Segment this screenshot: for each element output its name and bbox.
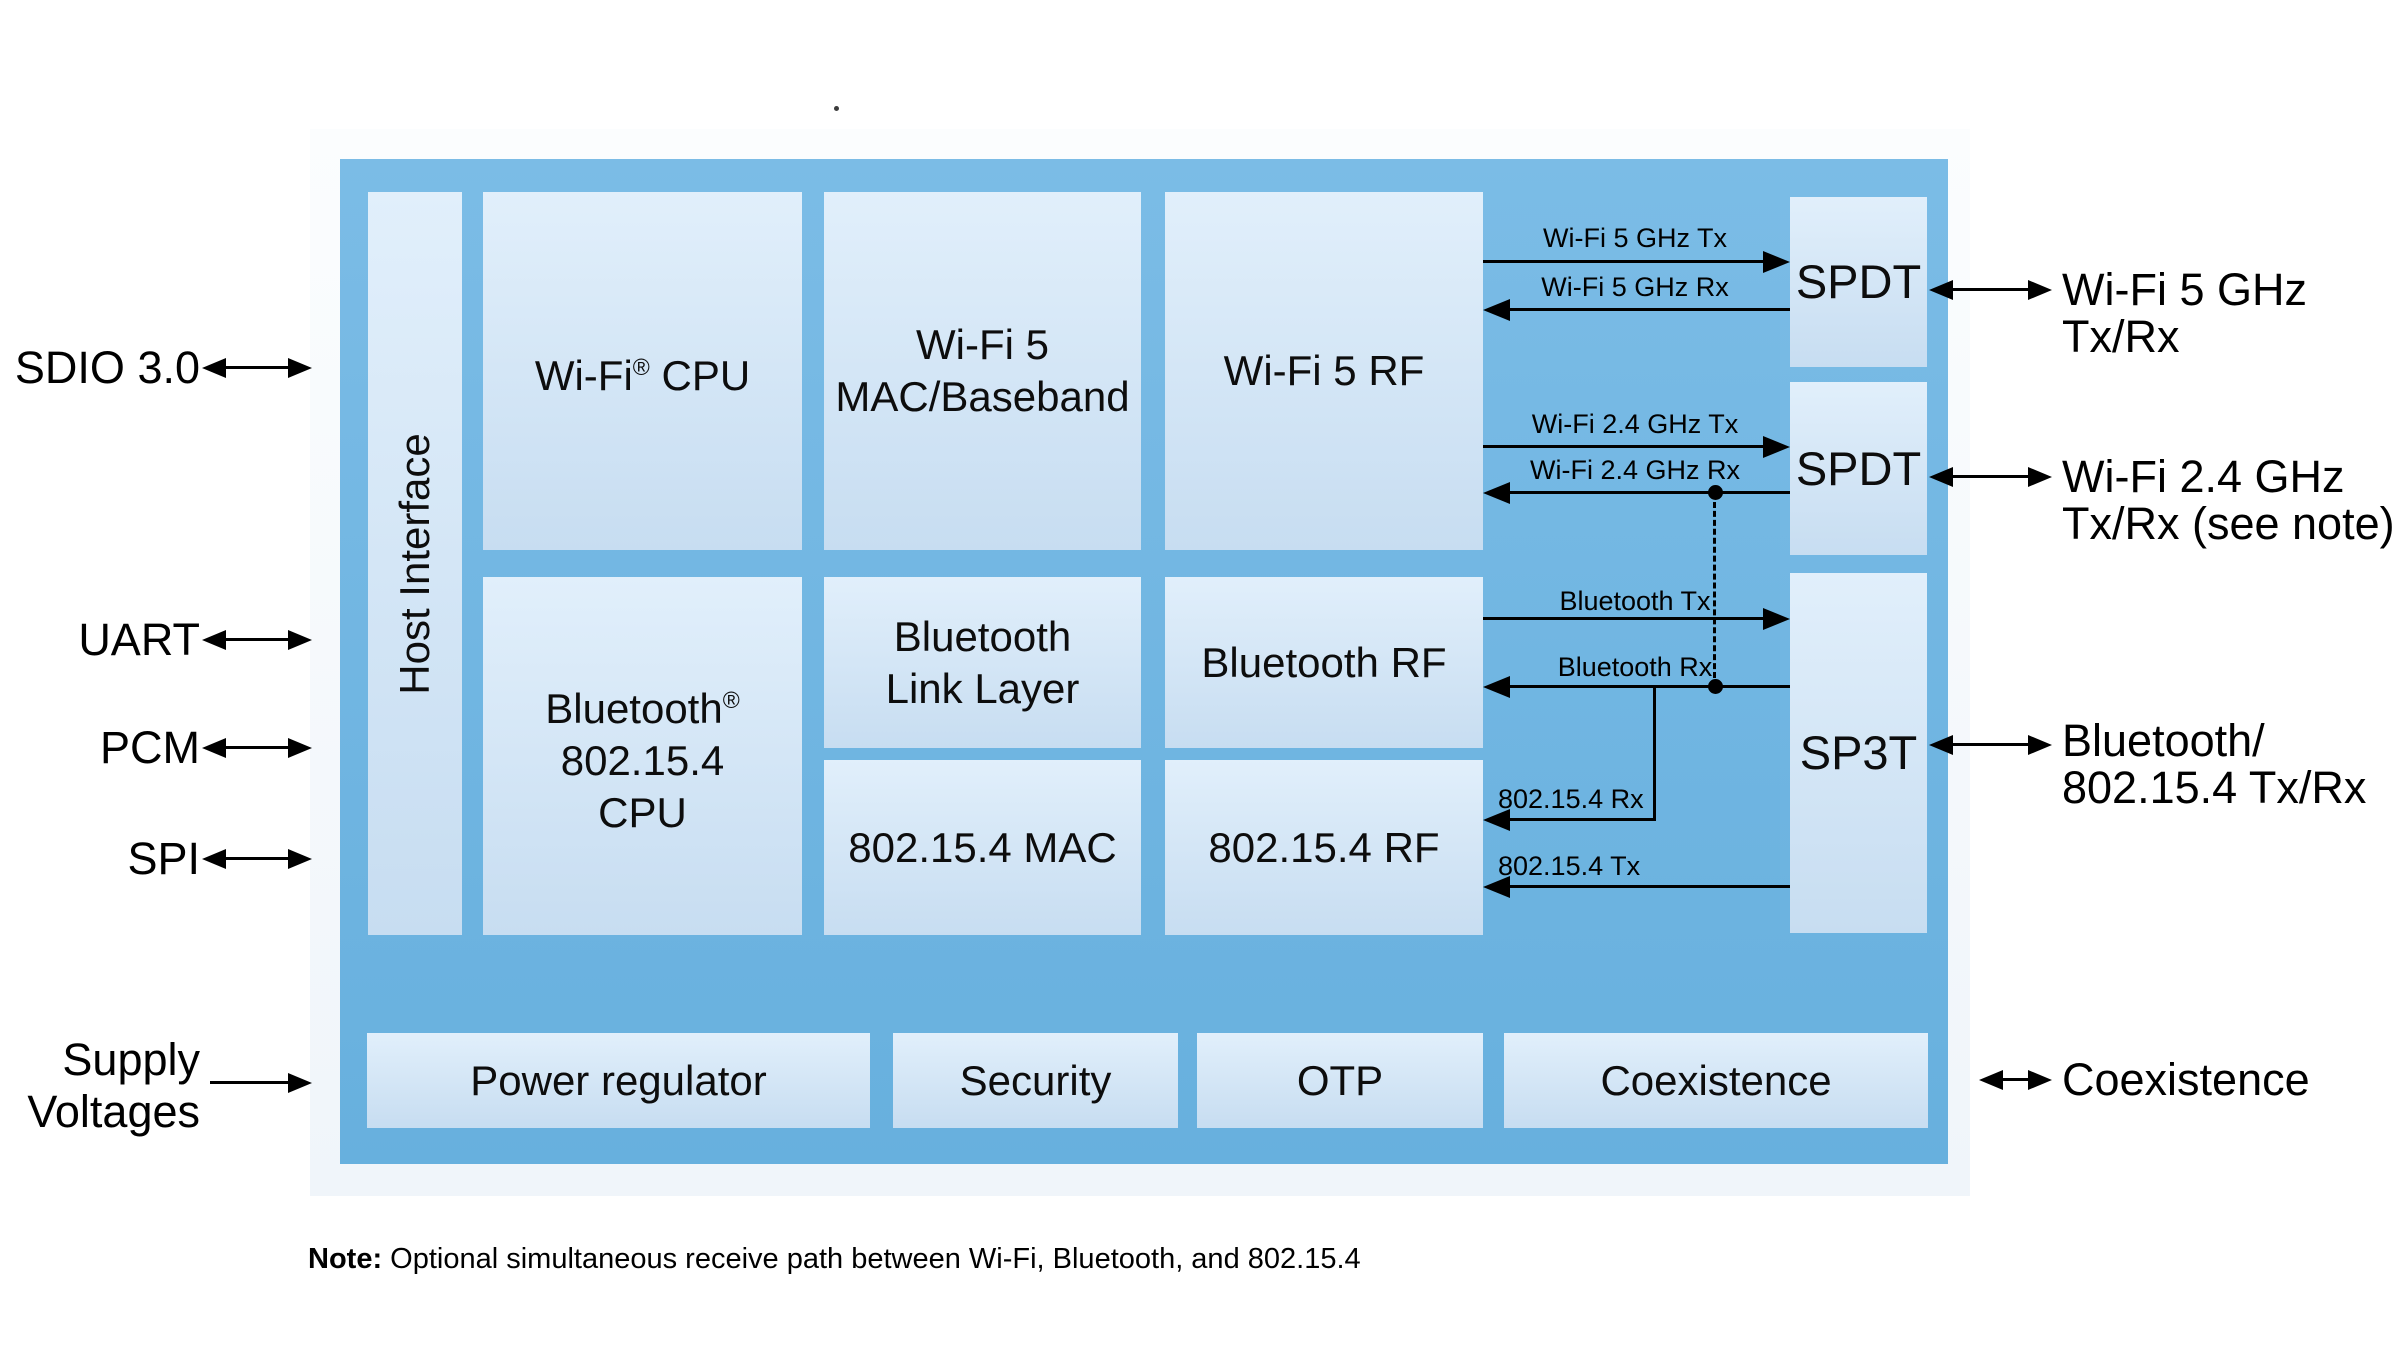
wifi5-port-arrowhead-left <box>1929 280 1953 300</box>
footnote: Note: Optional simultaneous receive path… <box>308 1243 1361 1276</box>
bt-port-arrowhead-left <box>1929 735 1953 755</box>
block-coexistence: Coexistence <box>1504 1033 1928 1128</box>
bt-port-line <box>1949 743 2031 746</box>
block-label: Wi-Fi 5 RF <box>1223 347 1425 394</box>
spi-arrowhead-right <box>288 849 312 869</box>
wifi5-rx-label: Wi-Fi 5 GHz Rx <box>1541 272 1729 302</box>
coexistence-port-arrowhead-right <box>2028 1070 2052 1090</box>
block-power-regulator: Power regulator <box>367 1033 870 1128</box>
block-label: SPDT <box>1795 255 1922 308</box>
wifi5-rx-line <box>1508 308 1790 311</box>
uart-arrowhead-left <box>202 630 226 650</box>
wifi24-tx-line <box>1483 445 1767 448</box>
port-label-uart: UART <box>78 614 200 665</box>
bt-rx-label: Bluetooth Rx <box>1557 652 1713 682</box>
block-802154-rf: 802.15.4 RF <box>1165 760 1483 935</box>
bt-tx-label: Bluetooth Tx <box>1559 586 1711 616</box>
block-802154-mac: 802.15.4 MAC <box>824 760 1141 935</box>
port-label-bt-802154-txrx: Bluetooth/802.15.4 Tx/Rx <box>2062 715 2367 813</box>
spi-arrowhead-left <box>202 849 226 869</box>
rx154-label: 802.15.4 Rx <box>1498 784 1644 814</box>
wifi5-tx-label: Wi-Fi 5 GHz Tx <box>1543 223 1727 253</box>
tx154-arrowhead <box>1483 876 1510 898</box>
pcm-arrowhead-right <box>288 738 312 758</box>
rx154-arrowhead <box>1483 809 1510 831</box>
block-host-interface: Host Interface <box>368 192 462 935</box>
sdio-arrowhead-right <box>288 358 312 378</box>
wifi24-port-line <box>1949 475 2031 478</box>
coexistence-port-arrowhead-left <box>1979 1070 2003 1090</box>
footnote-prefix: Note: <box>308 1243 383 1275</box>
pcm-arrowhead-left <box>202 738 226 758</box>
block-sp3t: SP3T <box>1790 573 1927 933</box>
bt-tx-arrowhead <box>1763 608 1790 630</box>
spi-line <box>222 857 290 860</box>
wifi24-tx-arrowhead <box>1763 436 1790 458</box>
uart-arrowhead-right <box>288 630 312 650</box>
wifi24-rx-label: Wi-Fi 2.4 GHz Rx <box>1529 455 1740 485</box>
block-spdt-5ghz: SPDT <box>1790 197 1927 367</box>
junction-dot-bt-rx <box>1708 679 1723 694</box>
rx154-branch-line <box>1653 687 1656 821</box>
block-label: Wi-Fi® CPU <box>534 351 751 399</box>
sdio-line <box>222 366 290 369</box>
wifi24-tx-label: Wi-Fi 2.4 GHz Tx <box>1531 409 1739 439</box>
tx154-line <box>1508 885 1790 888</box>
wifi5-tx-arrowhead <box>1763 251 1790 273</box>
block-label: Host Interface <box>391 432 438 695</box>
wifi24-rx-arrowhead <box>1483 482 1510 504</box>
wifi24-port-arrowhead-right <box>2028 467 2052 487</box>
bt-tx-line <box>1483 617 1767 620</box>
block-spdt-24ghz: SPDT <box>1790 382 1927 555</box>
coexistence-port-line <box>1999 1078 2031 1081</box>
wifi5-tx-line <box>1483 260 1767 263</box>
wifi5-rx-arrowhead <box>1483 299 1510 321</box>
block-security: Security <box>893 1033 1178 1128</box>
wifi24-port-arrowhead-left <box>1929 467 1953 487</box>
block-label: Security <box>959 1056 1112 1104</box>
rx154-line <box>1508 818 1656 821</box>
optional-rx-path-dashed-line <box>1713 493 1716 687</box>
junction-dot-wifi24-rx <box>1708 485 1723 500</box>
pcm-line <box>222 746 290 749</box>
supply-line <box>210 1081 290 1084</box>
wifi24-rx-line <box>1508 491 1790 494</box>
stray-dot <box>834 106 839 111</box>
bt-rx-line <box>1508 685 1790 688</box>
block-label: OTP <box>1296 1056 1384 1104</box>
bt-port-arrowhead-right <box>2028 735 2052 755</box>
block-label: 802.15.4 RF <box>1208 823 1440 871</box>
block-label: Bluetooth RF <box>1201 638 1447 686</box>
block-label: 802.15.4 MAC <box>848 823 1117 871</box>
bt-rx-arrowhead <box>1483 676 1510 698</box>
block-wifi-cpu: Wi-Fi® CPU <box>483 192 802 550</box>
block-bluetooth-rf: Bluetooth RF <box>1165 577 1483 748</box>
block-label: Coexistence <box>1600 1056 1832 1104</box>
sdio-arrowhead-left <box>202 358 226 378</box>
tx154-label: 802.15.4 Tx <box>1498 851 1641 881</box>
footnote-text: Optional simultaneous receive path betwe… <box>382 1243 1361 1275</box>
block-label: SP3T <box>1799 726 1918 779</box>
wifi5-port-arrowhead-right <box>2028 280 2052 300</box>
wifi5-port-line <box>1949 288 2031 291</box>
block-otp: OTP <box>1197 1033 1483 1128</box>
block-label: SPDT <box>1795 441 1922 495</box>
port-label-coexistence: Coexistence <box>2062 1054 2310 1105</box>
block-label: Power regulator <box>470 1056 767 1104</box>
supply-arrowhead-right <box>288 1073 312 1093</box>
port-label-sdio: SDIO 3.0 <box>14 342 200 393</box>
port-label-pcm: PCM <box>100 722 200 773</box>
port-label-spi: SPI <box>127 833 200 884</box>
block-wifi5-rf: Wi-Fi 5 RF <box>1165 192 1483 550</box>
uart-line <box>222 638 290 641</box>
